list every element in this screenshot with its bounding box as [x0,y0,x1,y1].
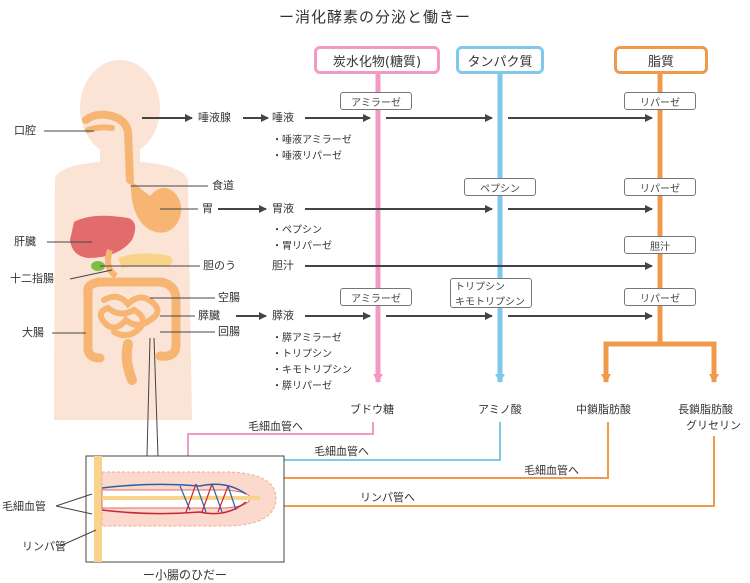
header-lipid: 脂質 [614,46,708,74]
secretion-gastric: 胃液 [272,202,294,215]
box-lipase: リパーゼ [624,288,696,306]
label-gallbladder: 胆のう [203,259,236,272]
label-stomach: 胃 [202,202,213,215]
route-capillary: 毛細血管へ [248,420,303,433]
box-amylase: アミラーゼ [340,288,412,306]
label-duodenum: 十二指腸 [10,272,54,285]
enzyme-item: ・ペプシン [272,225,322,236]
label-mouth: 口腔 [14,124,36,137]
box-trypsin-line: トリプシン [455,282,505,293]
box-bile: 胆汁 [624,236,696,254]
secretion-bile: 胆汁 [272,259,294,272]
product-glycerin: グリセリン [686,419,741,432]
label-large-intestine: 大腸 [22,326,44,339]
box-lipase: リパーゼ [624,92,696,110]
label-ileum: 回腸 [218,325,240,338]
villus-illustration [94,456,277,562]
enzyme-item: ・唾液リパーゼ [272,151,342,162]
route-lymph: リンパ管へ [360,491,415,504]
product-amino-acid: アミノ酸 [478,403,522,416]
enzyme-item: ・膵リパーゼ [272,381,332,392]
box-trypsin: トリプシン キモトリプシン [450,278,532,308]
secretion-saliva: 唾液 [272,111,294,124]
secretion-pancreatic: 膵液 [272,309,294,322]
organ-leader-lines [44,130,215,457]
label-jejunum: 空腸 [218,291,240,304]
box-chymotrypsin-line: キモトリプシン [455,297,525,308]
route-capillary: 毛細血管へ [314,445,369,458]
label-esophagus: 食道 [212,179,234,192]
villus-label-capillary: 毛細血管 [2,500,46,513]
villus-label-lymph: リンパ管 [22,540,66,553]
box-amylase: アミラーゼ [340,92,412,110]
enzyme-item: ・膵アミラーゼ [272,333,342,344]
product-medium-chain-fatty-acid: 中鎖脂肪酸 [576,403,631,416]
enzyme-item: ・胃リパーゼ [272,241,332,252]
label-pancreas: 膵臓 [198,309,220,322]
villus-title: ー小腸のひだー [142,568,227,582]
product-glucose: ブドウ糖 [350,403,394,416]
header-protein: タンパク質 [456,46,544,74]
box-pepsin: ペプシン [464,178,536,196]
route-capillary: 毛細血管へ [524,464,579,477]
enzyme-item: ・唾液アミラーゼ [272,135,352,146]
diagram-title: ー消化酵素の分泌と働きー [278,8,471,26]
label-liver: 肝臓 [14,235,36,248]
enzyme-item: ・キモトリプシン [272,365,352,376]
body-illustration [54,60,192,420]
label-salivary-gland: 唾液腺 [198,111,231,124]
header-carbohydrate: 炭水化物(糖質) [314,46,440,74]
box-lipase: リパーゼ [624,178,696,196]
enzyme-item: ・トリプシン [272,349,332,360]
product-long-chain-fatty-acid: 長鎖脂肪酸 [678,403,733,416]
